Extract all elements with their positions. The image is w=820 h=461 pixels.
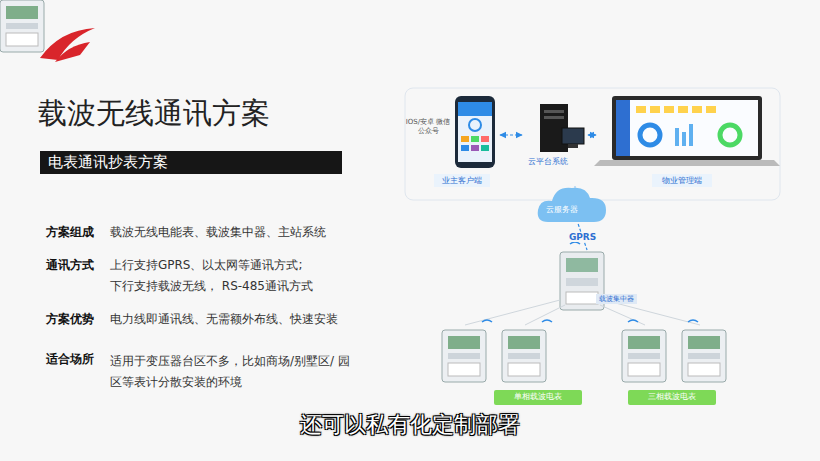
- field-label: 方案组成: [46, 224, 94, 241]
- meter-label: 三相载波电表: [628, 390, 716, 405]
- connector: [500, 134, 522, 135]
- slide-title: 载波无线通讯方案: [38, 94, 270, 134]
- laptop-icon: [612, 96, 762, 160]
- node-text: 业主客户端: [434, 174, 490, 187]
- field-value: 上行支持GPRS、以太网等通讯方式;: [110, 257, 303, 274]
- field-value: 适用于变压器台区不多，比如商场/别墅区/ 园区等表计分散安装的环境: [110, 351, 360, 393]
- node-text: 云平台系统: [528, 156, 568, 167]
- node-text: 三相载波电表: [628, 391, 716, 402]
- subtitle: 还可以私有化定制部署: [0, 410, 820, 440]
- node-text: 物业管理端: [652, 174, 712, 187]
- cloud-node: 云服务器: [536, 188, 608, 224]
- region-outline: [405, 88, 780, 200]
- phone-node: IOS/安卓 微信公众号业主客户端: [404, 92, 500, 190]
- field-label: 方案优势: [46, 311, 94, 328]
- node-text: 载波集中器: [596, 294, 637, 304]
- field-value: 下行支持载波无线， RS-485通讯方式: [110, 278, 313, 295]
- meter-icon: [0, 0, 44, 52]
- node-text: 云服务器: [546, 204, 578, 215]
- node-text: 电表通讯抄表方案: [48, 153, 168, 172]
- field-value: 载波无线电能表、载波集中器、主站系统: [110, 224, 326, 241]
- field-label: 通讯方式: [46, 257, 94, 274]
- edge-label: GPRS: [567, 232, 598, 242]
- phone-icon: [455, 96, 495, 168]
- meter-label: 单相载波电表: [494, 390, 582, 405]
- concentrator-node: 载波集中器: [556, 250, 640, 314]
- connector: [588, 134, 596, 135]
- cloud-shape: [538, 188, 606, 222]
- field-label: 适合场所: [46, 351, 94, 368]
- section-bar: 电表通讯抄表方案: [40, 151, 342, 174]
- server-node: 云平台系统: [522, 100, 588, 170]
- node-text: IOS/安卓 微信公众号: [404, 118, 452, 136]
- node-text: 单相载波电表: [494, 391, 582, 402]
- laptop-node: 物业管理端: [596, 92, 780, 190]
- field-value: 电力线即通讯线、无需额外布线、快速安装: [110, 311, 338, 328]
- logo-mark: [55, 42, 90, 62]
